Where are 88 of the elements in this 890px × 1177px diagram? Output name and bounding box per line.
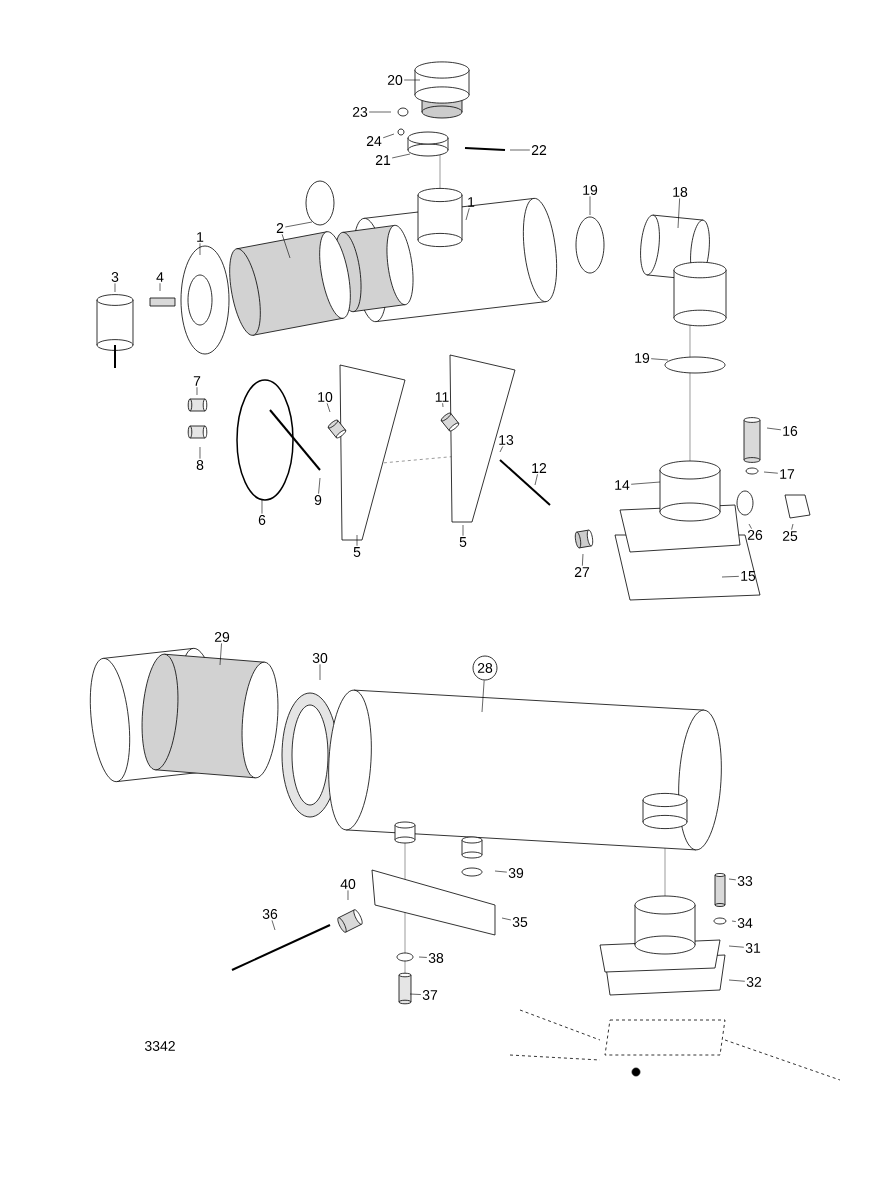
callout-number: 32 [746,977,762,987]
leader-line [728,945,745,948]
leader-line [791,523,794,530]
leader-line [326,403,331,413]
leader-line [382,133,395,139]
callout-number: 6 [258,515,266,525]
leader-line [589,196,591,216]
leader-line [465,207,470,221]
callout-number: 11 [435,392,449,402]
callout-number: 5 [353,547,361,557]
callout-number: 31 [745,943,761,953]
leader-line [159,282,161,292]
callout-number: 30 [312,653,328,663]
callout-number: 8 [196,460,204,470]
callout-number: 15 [741,571,756,581]
leader-line [318,477,321,494]
callout-number: 39 [508,868,524,878]
leader-line [271,920,276,931]
callout-number: 10 [318,392,333,402]
callout-number: 21 [375,155,391,165]
leader-line [582,553,584,566]
leader-line [391,153,411,159]
leader-line [285,221,313,228]
leader-line [650,358,669,361]
callout-number: 19 [635,353,650,363]
leader-line [409,993,422,995]
callout-number: 29 [214,632,230,642]
callout-number: 2 [276,223,284,233]
callout-number: 34 [737,918,753,928]
callout-number: 16 [783,426,798,436]
callout-number: 3 [111,272,119,282]
callout-number: 28 [472,655,498,681]
leader-line [763,471,779,474]
callout-number: 27 [574,567,590,577]
leader-line [347,890,349,901]
leader-line [403,79,421,81]
leader-line [281,234,291,259]
callout-number: 37 [422,990,438,1000]
leader-line [219,643,222,666]
leader-line [462,524,464,536]
callout-number: 12 [532,463,547,473]
leader-line [728,878,737,881]
callout-number: 5 [459,537,467,547]
leader-line [261,499,263,514]
leader-line [368,111,392,113]
leader-line [196,386,198,396]
callout-number: 4 [156,272,164,282]
leader-line [494,870,508,873]
callout-number: 1 [197,232,204,242]
callout-number: 35 [512,917,528,927]
leader-line [677,198,680,229]
leader-line [199,446,201,459]
leader-line [319,664,321,681]
callout-number: 22 [531,145,547,155]
leader-line [766,427,782,431]
leader-line [534,474,538,486]
leader-line [481,680,485,713]
callout-number: 18 [673,187,688,197]
leader-line [731,920,737,922]
callout-number: 23 [352,107,368,117]
callout-number: 20 [387,75,403,85]
leader-line [356,534,358,546]
callout-number: 9 [314,495,322,505]
leader-line [418,956,428,958]
callout-number: 14 [615,480,630,490]
callout-number: 19 [583,185,598,195]
callout-number: 36 [262,909,278,919]
callout-number: 24 [366,136,382,146]
leader-line [442,402,444,408]
leader-line [748,523,752,529]
leader-line [630,481,661,485]
callout-number: 1 [468,197,475,207]
leader-line [509,149,531,151]
callout-number: 26 [747,530,763,540]
callout-number: 25 [782,531,798,541]
leader-line [728,979,746,982]
leader-line [199,242,201,256]
callout-number: 40 [340,879,356,889]
callout-number: 33 [737,876,753,886]
callout-number: 13 [499,435,514,445]
callout-number: 38 [428,953,444,963]
drawing-number: 3342 [144,1041,175,1051]
leader-line [114,283,116,293]
leader-line [721,576,740,578]
callout-number: 7 [193,376,201,386]
callout-number: 17 [780,469,795,479]
leader-line [501,917,512,921]
leader-line [499,446,504,453]
